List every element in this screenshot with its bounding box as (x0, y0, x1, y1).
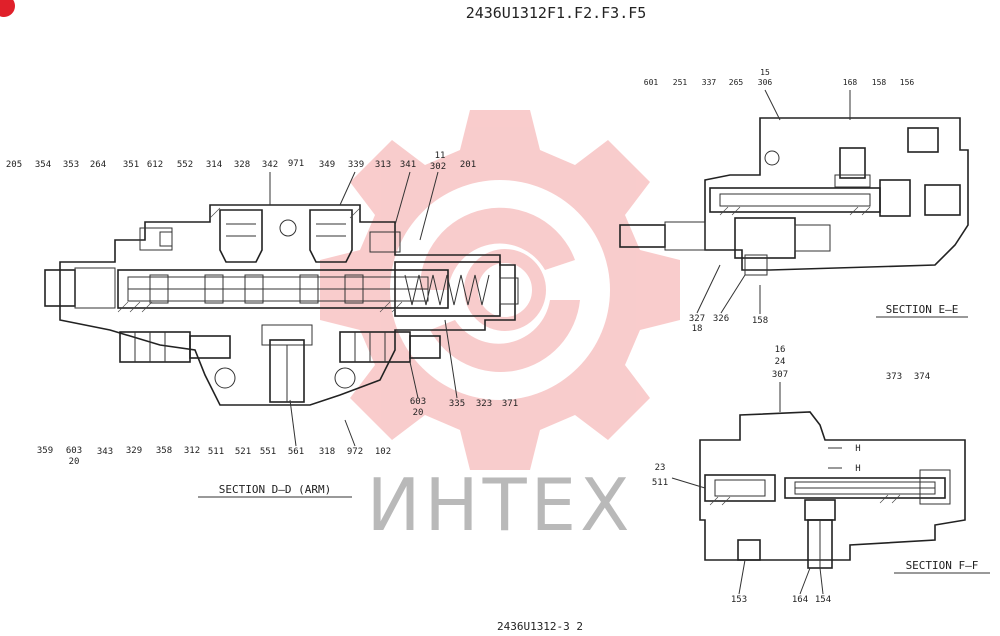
part-label: 205 (6, 160, 22, 170)
part-label: 16 (775, 345, 786, 355)
part-label: 312 (184, 446, 200, 456)
part-label: 354 (35, 160, 51, 170)
part-label: 521 (235, 447, 251, 457)
part-label: 972 (347, 447, 363, 457)
part-label: 373 (886, 372, 902, 382)
part-label: 302 (430, 162, 446, 172)
part-label: 164 (792, 595, 808, 605)
part-label: 339 (348, 160, 364, 170)
part-label: 154 (815, 595, 831, 605)
part-label: 251 (673, 78, 688, 87)
part-label: 343 (97, 447, 113, 457)
part-label: 353 (63, 160, 79, 170)
part-label: 511 (208, 447, 224, 457)
section-ee-leaders (696, 89, 851, 314)
section-cut-mark: H (855, 464, 860, 474)
part-label: 24 (775, 357, 786, 367)
part-label: 20 (413, 408, 424, 418)
part-label: 313 (375, 160, 391, 170)
part-label: 307 (772, 370, 788, 380)
section-ff-title: SECTION F—F (906, 559, 979, 572)
badge-circle (0, 0, 15, 17)
part-label: 264 (90, 160, 106, 170)
part-label: 102 (375, 447, 391, 457)
section-dd-labels: 205 354 353 264 351 612 552 314 328 342 … (6, 151, 518, 498)
part-label: 612 (147, 160, 163, 170)
part-label: 971 (288, 159, 304, 169)
part-label: 359 (37, 446, 53, 456)
part-label: 265 (729, 78, 744, 87)
watermark-text: ИНТЕХ (367, 463, 634, 547)
part-label: 327 (689, 314, 705, 324)
part-label: 335 (449, 399, 465, 409)
section-cut-mark: H (855, 444, 860, 454)
part-label: 168 (843, 78, 858, 87)
section-ff-labels: 16 24 307 373 374 23 511 H H 153 164 154… (652, 345, 990, 605)
part-label: 329 (126, 446, 142, 456)
section-ee-labels: 601 251 337 265 15 306 168 158 156 327 1… (644, 68, 968, 334)
section-dd-drawing (44, 204, 519, 406)
section-ee-drawing (619, 117, 969, 276)
part-label: 18 (692, 324, 703, 334)
part-label: 318 (319, 447, 335, 457)
part-label: 349 (319, 160, 335, 170)
part-label: 328 (234, 160, 250, 170)
part-label: 342 (262, 160, 278, 170)
part-label: 326 (713, 314, 729, 324)
part-label: 341 (400, 160, 416, 170)
section-ee-title: SECTION E—E (886, 303, 959, 316)
corner-badge (0, 0, 15, 17)
section-dd-leaders (269, 171, 458, 447)
part-label: 358 (156, 446, 172, 456)
part-label: 371 (502, 399, 518, 409)
part-label: 15 (760, 68, 770, 77)
part-label: 601 (644, 78, 659, 87)
part-label: 201 (460, 160, 476, 170)
part-label: 552 (177, 160, 193, 170)
section-ff-drawing (699, 411, 966, 569)
part-label: 603 (66, 446, 82, 456)
part-label: 20 (69, 457, 80, 467)
part-label: 156 (900, 78, 915, 87)
part-label: 337 (702, 78, 717, 87)
part-label: 153 (731, 595, 747, 605)
part-label: 314 (206, 160, 222, 170)
part-label: 158 (752, 316, 768, 326)
drawing-number: 2436U1312F1.F2.F3.F5 (466, 4, 647, 22)
sheet-reference: 2436U1312-3 2 (497, 620, 583, 633)
section-dd-title: SECTION D—D (ARM) (219, 483, 332, 496)
part-label: 511 (652, 478, 668, 488)
part-label: 561 (288, 447, 304, 457)
part-label: 351 (123, 160, 139, 170)
part-label: 23 (655, 463, 666, 473)
part-label: 374 (914, 372, 930, 382)
part-label: 551 (260, 447, 276, 457)
part-label: 603 (410, 397, 426, 407)
section-ff-leaders (671, 382, 824, 595)
part-label: 323 (476, 399, 492, 409)
part-label: 306 (758, 78, 773, 87)
part-label: 158 (872, 78, 887, 87)
part-label: 11 (435, 151, 446, 161)
